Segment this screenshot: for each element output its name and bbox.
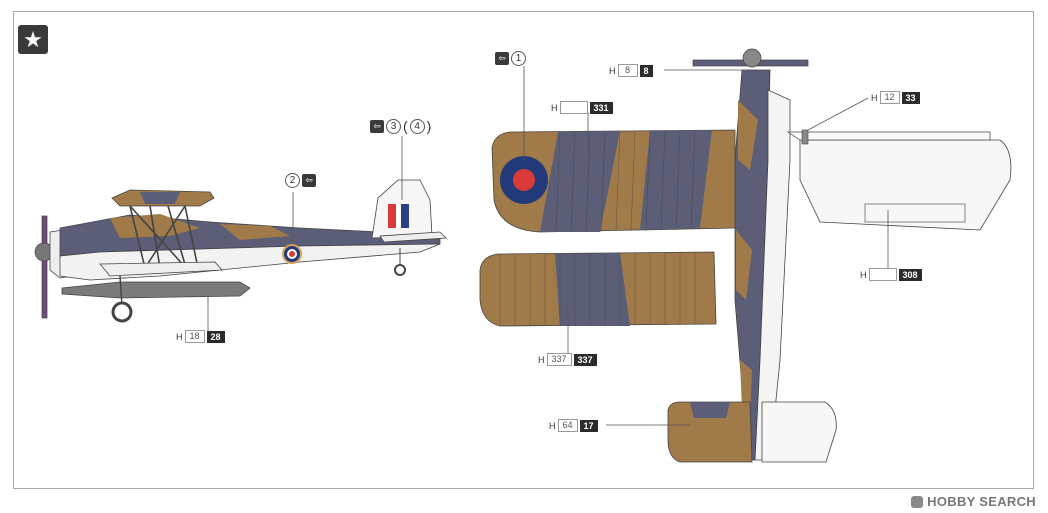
top-leader-lines (523, 66, 889, 426)
main-wheel (111, 301, 133, 323)
decal-number: 3 (386, 118, 401, 134)
side-view (34, 136, 447, 332)
drawing-frame (13, 11, 1034, 489)
tailplane-slate (690, 402, 730, 418)
paint-code-right-wing: H 308 (860, 268, 922, 281)
paint-code-tailplane: H 64 17 (549, 419, 598, 432)
lower-wing-ribs (499, 252, 696, 326)
arrow-left-icon: ⇦ (302, 174, 316, 187)
top-view (479, 48, 1012, 463)
side-tailplane (379, 231, 447, 243)
star-badge: ★ (18, 25, 48, 54)
lower-wing-slate-band (555, 253, 630, 326)
paint-code-propeller: H 8 8 (609, 64, 653, 77)
upper-wing-slate-band (540, 131, 620, 232)
side-roundel-red (289, 251, 295, 257)
propeller-blade (41, 215, 48, 319)
fuselage-brown-patch (110, 214, 200, 238)
undercarriage-leg (119, 275, 123, 307)
arrow-left-icon: ⇦ (495, 52, 509, 65)
fin-flash-blue (401, 204, 409, 228)
fuselage-brown-patch (220, 224, 290, 240)
paint-code-upper-wing: H 331 (551, 101, 613, 114)
upper-wing-slate (140, 192, 180, 204)
star-icon: ★ (23, 27, 43, 52)
wing-roundel-red (513, 169, 535, 191)
watermark-text: HOBBY SEARCH (927, 494, 1036, 509)
fuselage-top-brown (738, 100, 758, 170)
callout-side-fuselage: 2 ⇦ (285, 173, 316, 188)
right-strut-fitting (801, 129, 809, 145)
right-wing-leading (786, 131, 991, 141)
decal-number: 2 (285, 173, 300, 188)
callout-side-tail: ⇦ 3 (4) (370, 118, 431, 134)
top-tailplane-left (667, 401, 753, 463)
watermark: HOBBY SEARCH (911, 494, 1036, 509)
top-spinner (742, 48, 762, 68)
paint-code-torpedo: H 18 28 (176, 330, 225, 343)
callout-top-wing: ⇦ 1 (495, 51, 526, 66)
paint-code-right-strut: H 12 33 (871, 91, 920, 104)
wing-struts (129, 205, 199, 269)
decal-number: 1 (511, 51, 526, 66)
fin-flash-white (396, 204, 401, 228)
side-leader-lines (207, 136, 403, 332)
upper-wing-ribs (555, 129, 696, 233)
upper-wing-slate-band (640, 130, 712, 230)
paint-code-lower-wing: H 337 337 (538, 353, 597, 366)
lower-wing (99, 261, 223, 277)
torpedo (61, 281, 251, 299)
fuselage-top-brown (736, 230, 752, 300)
arrow-left-icon: ⇦ (370, 119, 384, 133)
hobby-search-logo-icon (911, 495, 924, 508)
decal-number: 4 (409, 118, 425, 134)
top-tailplane-right (761, 401, 837, 463)
right-wing-panel (864, 203, 966, 223)
tail-wheel (394, 264, 406, 276)
right-wing-underside (799, 139, 1012, 231)
fin-flash-red (388, 204, 396, 228)
